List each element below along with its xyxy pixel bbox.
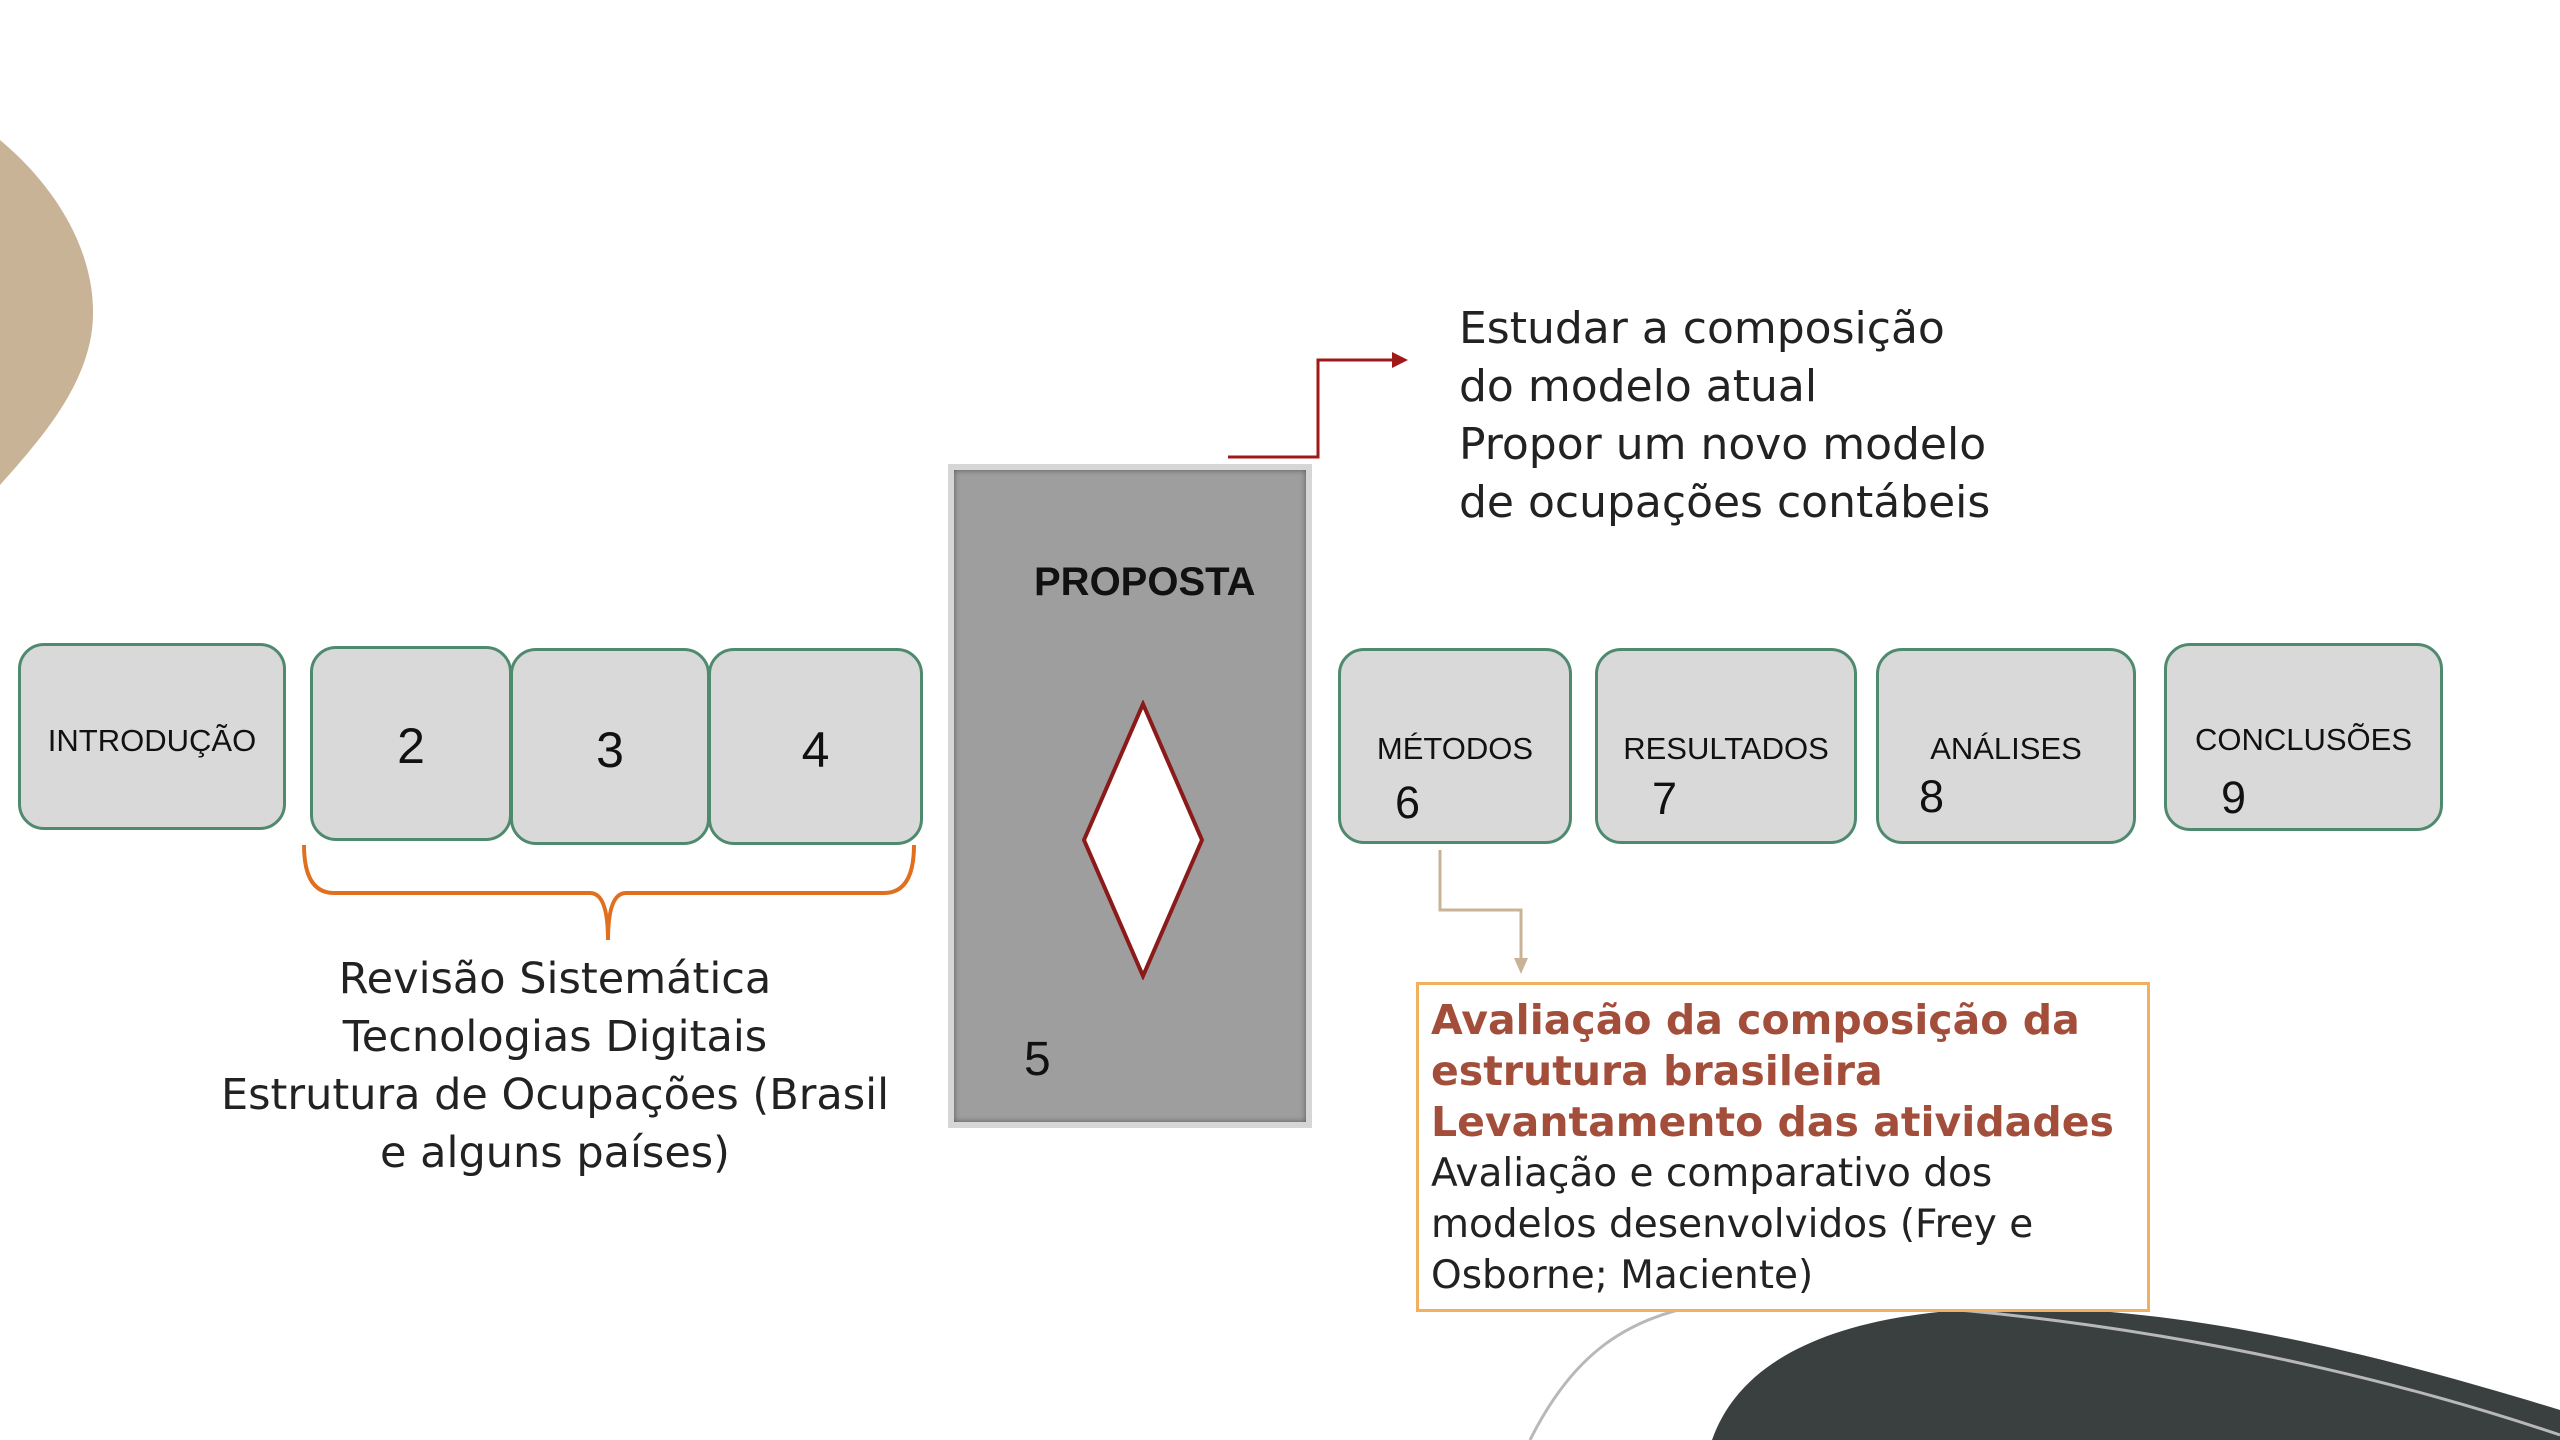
metodos-number: 6 xyxy=(1395,777,1421,828)
step-4-number: 4 xyxy=(801,722,830,778)
review-line: Tecnologias Digitais xyxy=(342,1012,768,1062)
metodos-box[interactable]: MÉTODOS 6 xyxy=(1338,648,1572,844)
evaluation-line: modelos desenvolvidos (Frey e xyxy=(1431,1202,2034,1247)
objective-line: de ocupações contábeis xyxy=(1459,477,1991,528)
analises-box[interactable]: ANÁLISES 8 xyxy=(1876,648,2136,844)
objective-line: Propor um novo modelo xyxy=(1459,419,1987,470)
evaluation-bold-line: Levantamento das atividades xyxy=(1431,1098,2114,1146)
proposta-arrow-connector xyxy=(1228,358,1392,459)
review-text: Revisão Sistemática Tecnologias Digitais… xyxy=(200,950,910,1182)
objective-line: do modelo atual xyxy=(1459,361,1818,412)
evaluation-bold-line: Avaliação da composição da xyxy=(1431,996,2080,1044)
proposta-block[interactable]: PROPOSTA 5 xyxy=(948,464,1312,1128)
introducao-box[interactable]: INTRODUÇÃO xyxy=(18,643,286,830)
objective-line: Estudar a composição xyxy=(1459,303,1945,354)
review-line: Revisão Sistemática xyxy=(338,954,772,1004)
step-2-box[interactable]: 2 xyxy=(310,646,512,841)
evaluation-line: Avaliação e comparativo dos xyxy=(1431,1151,1993,1196)
step-3-box[interactable]: 3 xyxy=(510,648,710,845)
proposta-arrow-head xyxy=(1392,352,1408,368)
resultados-box[interactable]: RESULTADOS 7 xyxy=(1595,648,1857,844)
diamond-shape xyxy=(1081,700,1205,980)
analises-number: 8 xyxy=(1919,771,1945,822)
analises-label: ANÁLISES xyxy=(1930,731,2082,766)
step-4-box[interactable]: 4 xyxy=(708,648,923,845)
conclusoes-label: CONCLUSÕES xyxy=(2194,722,2413,757)
dark-blob-shape xyxy=(1712,1308,2560,1440)
conclusoes-box[interactable]: CONCLUSÕES 9 xyxy=(2164,643,2443,831)
review-line: Estrutura de Ocupações (Brasil xyxy=(220,1070,890,1120)
conclusoes-number: 9 xyxy=(2221,772,2247,823)
metodos-label: MÉTODOS xyxy=(1376,731,1534,766)
proposta-number: 5 xyxy=(1024,1033,1051,1086)
review-brace xyxy=(302,844,916,941)
review-line: e alguns países) xyxy=(380,1128,730,1178)
step-3-number: 3 xyxy=(596,722,624,778)
evaluation-bold-line: estrutura brasileira xyxy=(1431,1047,1883,1095)
metodos-arrow-head xyxy=(1514,958,1528,974)
introducao-label: INTRODUÇÃO xyxy=(47,723,257,758)
evaluation-box: Avaliação da composição da estrutura bra… xyxy=(1416,982,2150,1312)
step-2-number: 2 xyxy=(397,718,425,774)
metodos-arrow-connector xyxy=(1438,850,1523,960)
resultados-label: RESULTADOS xyxy=(1623,731,1829,766)
objectives-text: Estudar a composição do modelo atual Pro… xyxy=(1459,300,1990,532)
proposta-title: PROPOSTA xyxy=(1034,560,1256,604)
evaluation-line: Osborne; Maciente) xyxy=(1431,1253,1814,1298)
tan-blob-shape xyxy=(0,140,94,485)
resultados-number: 7 xyxy=(1652,773,1678,824)
